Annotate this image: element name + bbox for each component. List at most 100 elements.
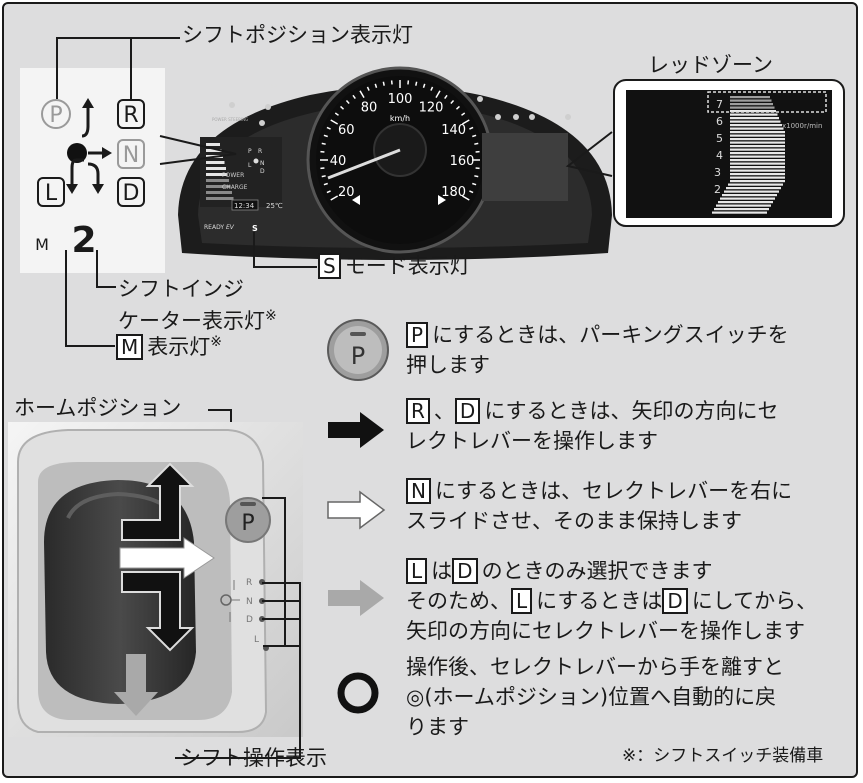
instr-l2-text-4: にしてから、 <box>691 589 818 613</box>
instruction-rd-line2: レクトレバーを操作します <box>406 429 658 453</box>
instruction-home-line3: ります <box>406 715 469 739</box>
instr-l2-key-3: D <box>662 588 688 614</box>
instr-p-key-0: P <box>406 322 429 348</box>
svg-text:CHARGE: CHARGE <box>222 184 248 191</box>
shift-indicator-graphic: P R N L D M 2 <box>35 98 145 261</box>
lever-arrow-right-icon <box>119 537 215 579</box>
svg-text:D: D <box>246 615 253 625</box>
instr-l-key-0: L <box>406 558 428 584</box>
s-mode-text: モード表示灯 <box>344 254 471 278</box>
instr-p-text-1: にするときは、パーキングスイッチを <box>432 323 789 347</box>
indicator-gear: 2 <box>71 220 96 261</box>
instr-l2-text-0: そのため、 <box>406 589 511 613</box>
shift-indicator-line1: シフトインジ <box>118 277 244 301</box>
lever-arrow-down-icon <box>121 571 195 652</box>
svg-text:L: L <box>248 162 252 169</box>
svg-text:N: N <box>246 597 253 607</box>
lever-arrow-up-icon <box>121 462 195 541</box>
tach-tick-4: 4 <box>716 149 723 162</box>
tach-tick-5: 5 <box>716 132 723 145</box>
label-home-position: ホームポジション <box>14 396 182 420</box>
footnote: ※：シフトスイッチ装備車 <box>622 746 824 766</box>
instr-rd-text-1: 、 <box>433 399 455 423</box>
svg-text:S: S <box>252 224 258 233</box>
tach-tick-6: 6 <box>716 115 723 128</box>
svg-text:P: P <box>241 511 254 536</box>
home-ring-icon <box>337 672 379 714</box>
indicator-p-circle <box>41 99 71 129</box>
svg-text:km/h: km/h <box>390 114 410 123</box>
instr-n-text-1: にするときは、セレクトレバーを右に <box>434 479 793 503</box>
label-shift-position-light: シフトポジション表示灯 <box>182 23 413 47</box>
svg-text:R: R <box>258 148 262 155</box>
gray-arrow-icon <box>328 580 384 616</box>
indicator-p: P <box>49 103 62 128</box>
label-red-zone: レッドゾーン <box>648 53 773 77</box>
indicator-home-dot <box>67 143 87 163</box>
speed-tick-120: 120 <box>419 100 444 115</box>
instruction-home: 操作後、セレクトレバーから手を離すと ◎(ホームポジション)位置へ自動的に戻 り… <box>406 652 784 742</box>
s-key-box: S <box>318 253 341 279</box>
instr-n-key-0: N <box>406 478 431 504</box>
ind-callout <box>159 135 237 165</box>
shift-indicator-line2: ケーター表示灯 <box>118 309 265 333</box>
instr-rd-text-3: にするときは、矢印の方向にセ <box>484 399 779 423</box>
svg-text:L: L <box>254 635 259 645</box>
instr-l2-text-2: にするときは <box>536 589 663 613</box>
indicator-d-box <box>117 177 145 207</box>
indicator-n-box <box>117 139 145 169</box>
instr-l-text-1: は <box>431 559 453 583</box>
arrow-to-d-icon <box>87 162 100 186</box>
lever-arrow-gray-down-icon <box>114 654 158 716</box>
indicator-n: N <box>123 143 139 168</box>
instr-rd-key-0: R <box>406 398 430 424</box>
lever-p-button <box>225 497 271 543</box>
svg-text:25℃: 25℃ <box>266 202 283 210</box>
speed-tick-60: 60 <box>338 123 355 138</box>
speed-tick-80: 80 <box>361 100 378 115</box>
svg-text:POWER: POWER <box>222 172 244 179</box>
speed-tick-40: 40 <box>330 154 347 169</box>
svg-text:EV: EV <box>226 224 235 231</box>
indicator-l: L <box>45 181 58 206</box>
note-mark-2: ※ <box>210 334 222 350</box>
instruction-p-line2: 押します <box>406 353 490 377</box>
m-text: 表示灯 <box>147 335 211 359</box>
black-arrow-icon <box>328 412 384 448</box>
arrow-to-l-icon <box>70 158 84 186</box>
speed-tick-180: 180 <box>441 185 466 200</box>
instr-rd-key-2: D <box>454 398 481 424</box>
speed-tick-140: 140 <box>441 123 466 138</box>
indicator-r-box <box>117 99 145 129</box>
instruction-home-line1: 操作後、セレクトレバーから手を離すと <box>406 655 784 679</box>
indicator-r: R <box>123 103 138 128</box>
instruction-n-line2: スライドさせ、そのまま保持します <box>406 509 742 533</box>
svg-text:P: P <box>248 148 252 155</box>
label-shift-operation: シフト操作表示 <box>180 746 327 770</box>
m-key-box: M <box>116 334 144 360</box>
svg-text:x1000r/min: x1000r/min <box>782 122 822 130</box>
tach-tick-3: 3 <box>714 166 721 179</box>
speed-tick-100: 100 <box>388 92 413 107</box>
indicator-l-box <box>37 177 65 207</box>
svg-text:CTBA: CTBA <box>264 84 278 90</box>
indicator-m: M <box>35 235 49 254</box>
svg-text:READY: READY <box>204 224 224 231</box>
indicator-d: D <box>123 181 140 206</box>
tach-tick-2: 2 <box>714 183 721 196</box>
svg-text:P: P <box>351 342 365 370</box>
svg-text:R: R <box>246 578 252 588</box>
instruction-l-line3: 矢印の方向にセレクトレバーを操作します <box>406 619 805 643</box>
instr-l2-key-1: L <box>511 588 533 614</box>
svg-text:POWER STEERING: POWER STEERING <box>212 117 248 122</box>
speed-tick-20: 20 <box>338 185 355 200</box>
